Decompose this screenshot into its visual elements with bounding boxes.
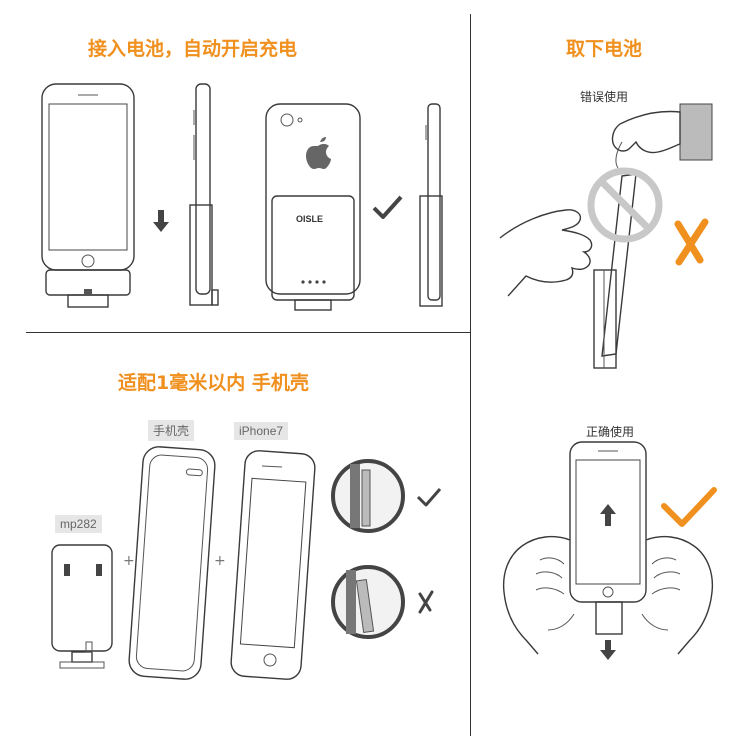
- down-arrow-icon: [600, 640, 616, 660]
- down-arrow-icon: [153, 210, 169, 232]
- battery-tag: mp282: [55, 515, 102, 533]
- battery-pack: [51, 544, 113, 669]
- plus-sign-2: +: [214, 553, 226, 569]
- phone-back-with-battery: [265, 103, 361, 311]
- horizontal-divider: [26, 332, 470, 333]
- phone-front-docked: [41, 83, 135, 308]
- hand-icon: [611, 110, 681, 169]
- hand-icon: [499, 209, 593, 297]
- vertical-divider: [470, 14, 471, 736]
- check-icon: [661, 487, 717, 527]
- cross-icon: [418, 590, 434, 614]
- wall-block: [679, 103, 713, 161]
- plus-sign-1: +: [123, 553, 135, 569]
- hand-icon: [502, 535, 575, 655]
- case-tag: 手机壳: [148, 420, 195, 441]
- phone-side-view-right: [419, 103, 443, 307]
- fit-detail-good: [331, 459, 405, 533]
- remove-panel-title: 取下电池: [566, 38, 643, 60]
- compat-panel-title: 适配1毫米以内 手机壳: [118, 372, 309, 394]
- wrong-usage-caption: 错误使用: [580, 90, 629, 104]
- iphone-front: [230, 450, 316, 680]
- battery-brand-label: OISLE: [296, 214, 324, 224]
- fit-detail-bad: [331, 565, 405, 639]
- phone-case: [128, 446, 216, 680]
- apple-logo-icon: [306, 137, 331, 169]
- check-icon: [416, 488, 442, 507]
- iphone-tag: iPhone7: [234, 422, 289, 440]
- cross-icon: [674, 218, 709, 266]
- insert-panel-title: 接入电池，自动开启充电: [88, 38, 298, 60]
- check-icon: [372, 195, 403, 219]
- no-entry-icon: [587, 167, 663, 243]
- hand-icon: [641, 535, 714, 655]
- correct-usage-caption: 正确使用: [586, 425, 635, 439]
- up-arrow-icon: [600, 504, 616, 526]
- phone-side-view-left: [189, 83, 219, 306]
